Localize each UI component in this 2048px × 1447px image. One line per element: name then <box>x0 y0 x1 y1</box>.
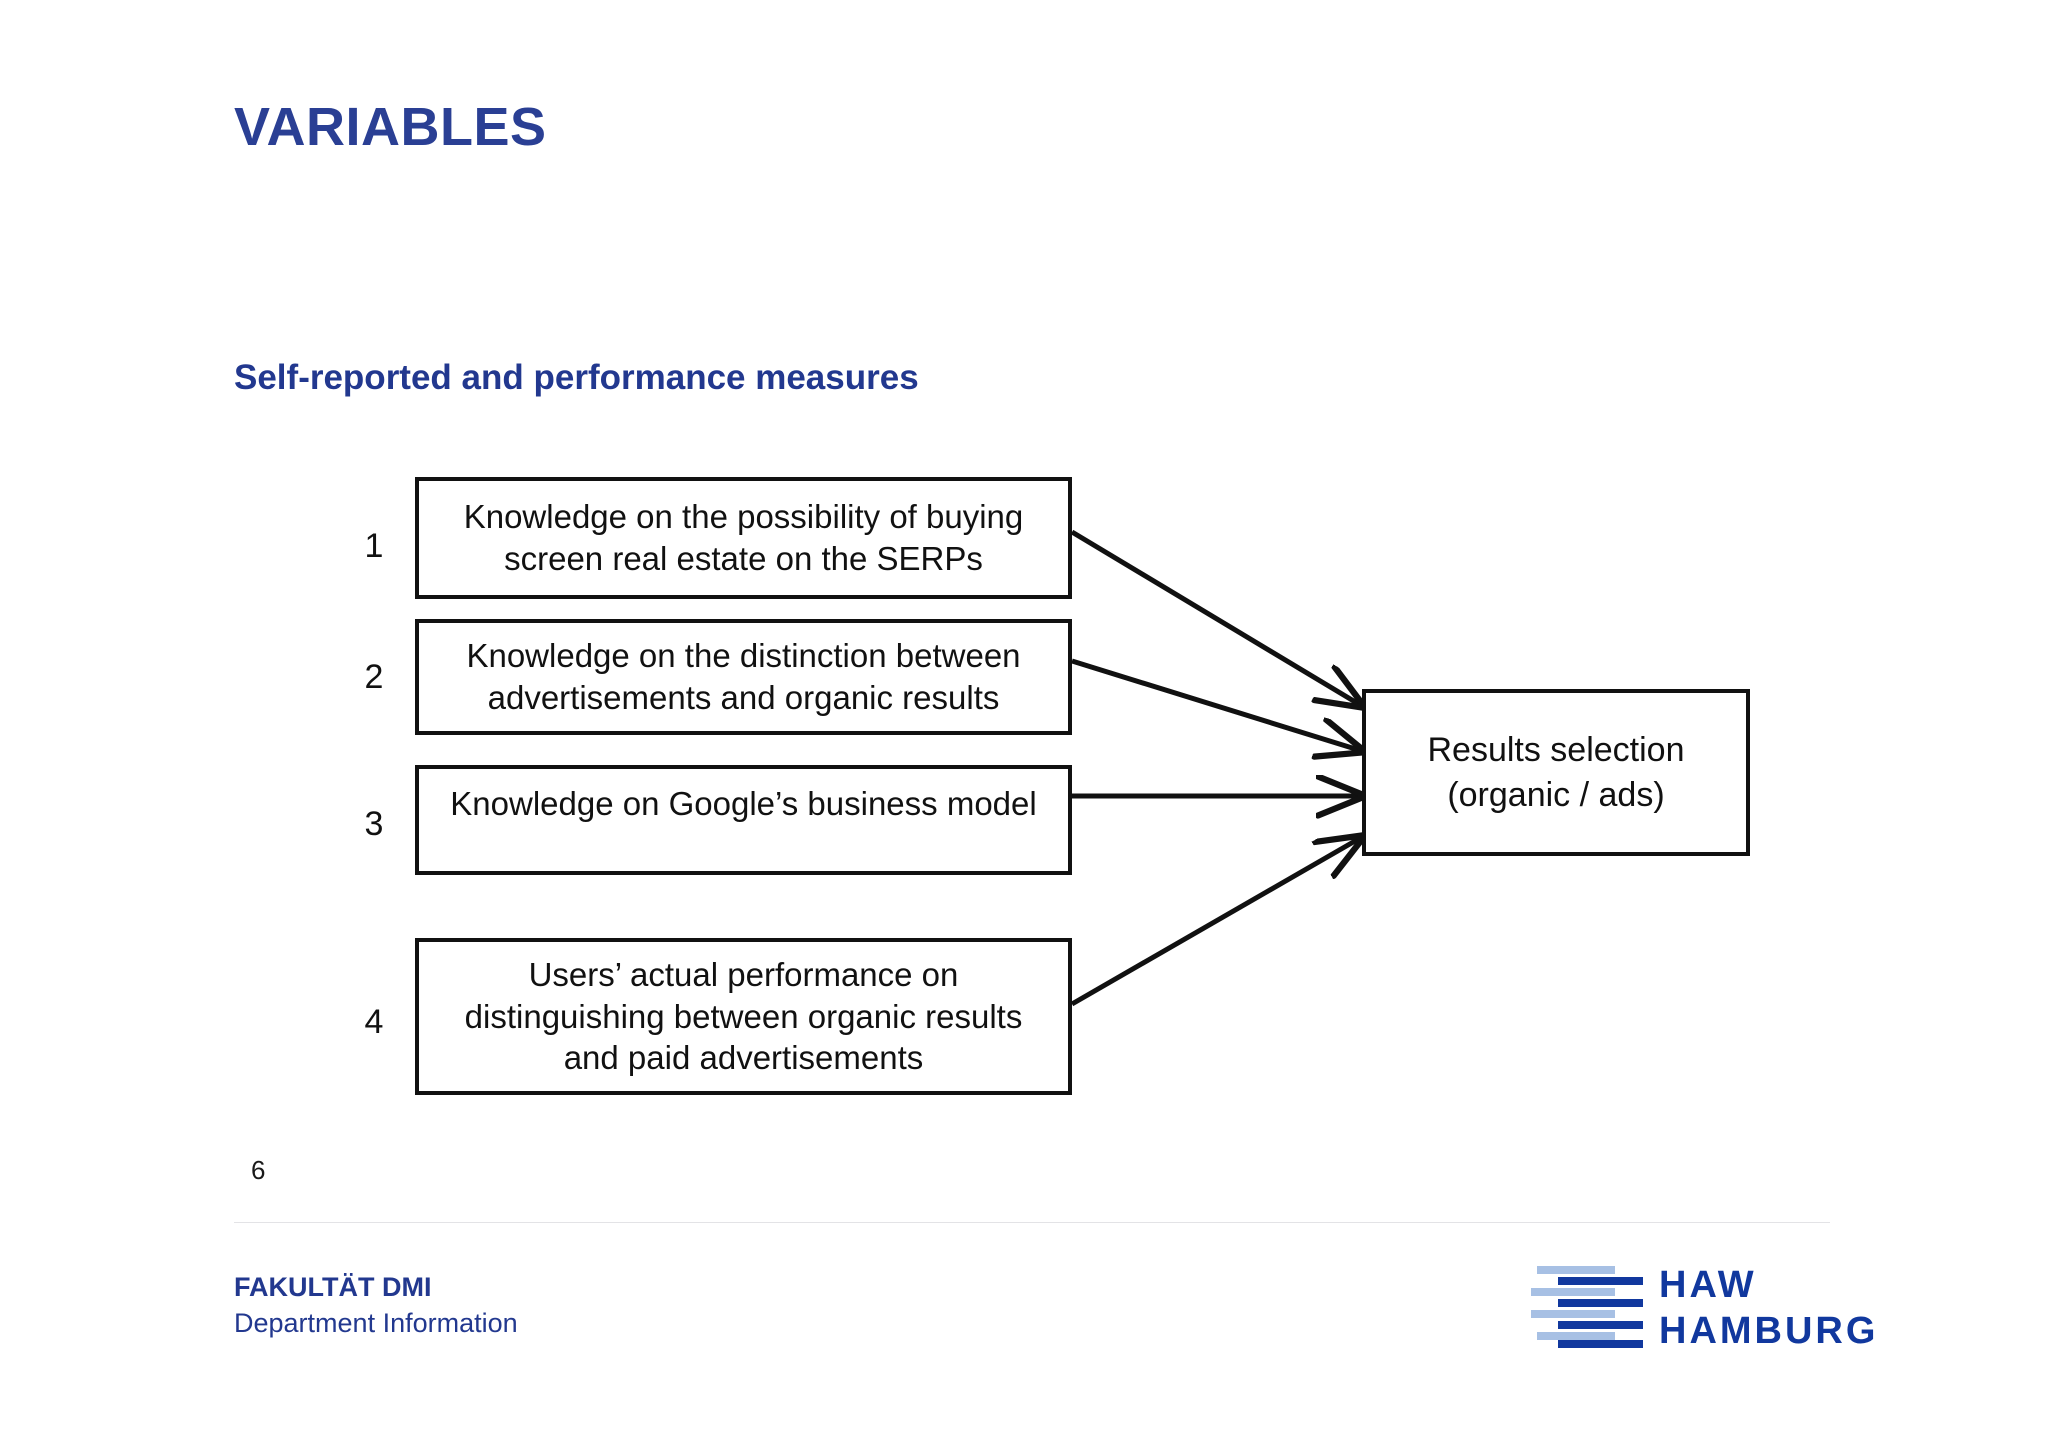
footer-department: Department Information <box>234 1308 518 1338</box>
arrow-from-variable-2 <box>1071 658 1362 751</box>
variable-box-4[interactable]: Users’ actual performance on distinguish… <box>415 938 1072 1095</box>
variable-box-2[interactable]: Knowledge on the distinction between adv… <box>415 619 1072 735</box>
variable-number-2: 2 <box>364 658 384 696</box>
footer-divider <box>234 1222 1830 1223</box>
haw-hamburg-logo: HAW HAMBURG <box>1531 1264 1875 1352</box>
outcome-box-text: Results selection (organic / ads) <box>1427 731 1685 814</box>
variable-number-1: 1 <box>364 527 384 565</box>
logo-bars-icon <box>1531 1264 1643 1348</box>
outcome-box[interactable]: Results selection (organic / ads) <box>1362 689 1750 856</box>
variable-number-3: 3 <box>364 805 384 843</box>
logo-text: HAW HAMBURG <box>1659 1264 1879 1353</box>
section-subtitle: Self-reported and performance measures <box>234 358 919 397</box>
page-number: 6 <box>251 1155 266 1185</box>
variable-box-3-text: Knowledge on Google’s business model <box>450 785 1037 822</box>
variable-box-1[interactable]: Knowledge on the possibility of buying s… <box>415 477 1072 599</box>
arrow-from-variable-4 <box>1070 837 1362 1007</box>
arrow-from-variable-1 <box>1070 529 1362 706</box>
variable-box-3[interactable]: Knowledge on Google’s business model <box>415 765 1072 875</box>
variable-box-1-text: Knowledge on the possibility of buying s… <box>463 498 1024 577</box>
page-title: VARIABLES <box>234 97 547 157</box>
variable-box-2-text: Knowledge on the distinction between adv… <box>466 637 1021 716</box>
variable-number-4: 4 <box>364 1003 384 1041</box>
footer-faculty: FAKULTÄT DMI <box>234 1272 432 1302</box>
variable-box-4-text: Users’ actual performance on distinguish… <box>464 955 1023 1077</box>
